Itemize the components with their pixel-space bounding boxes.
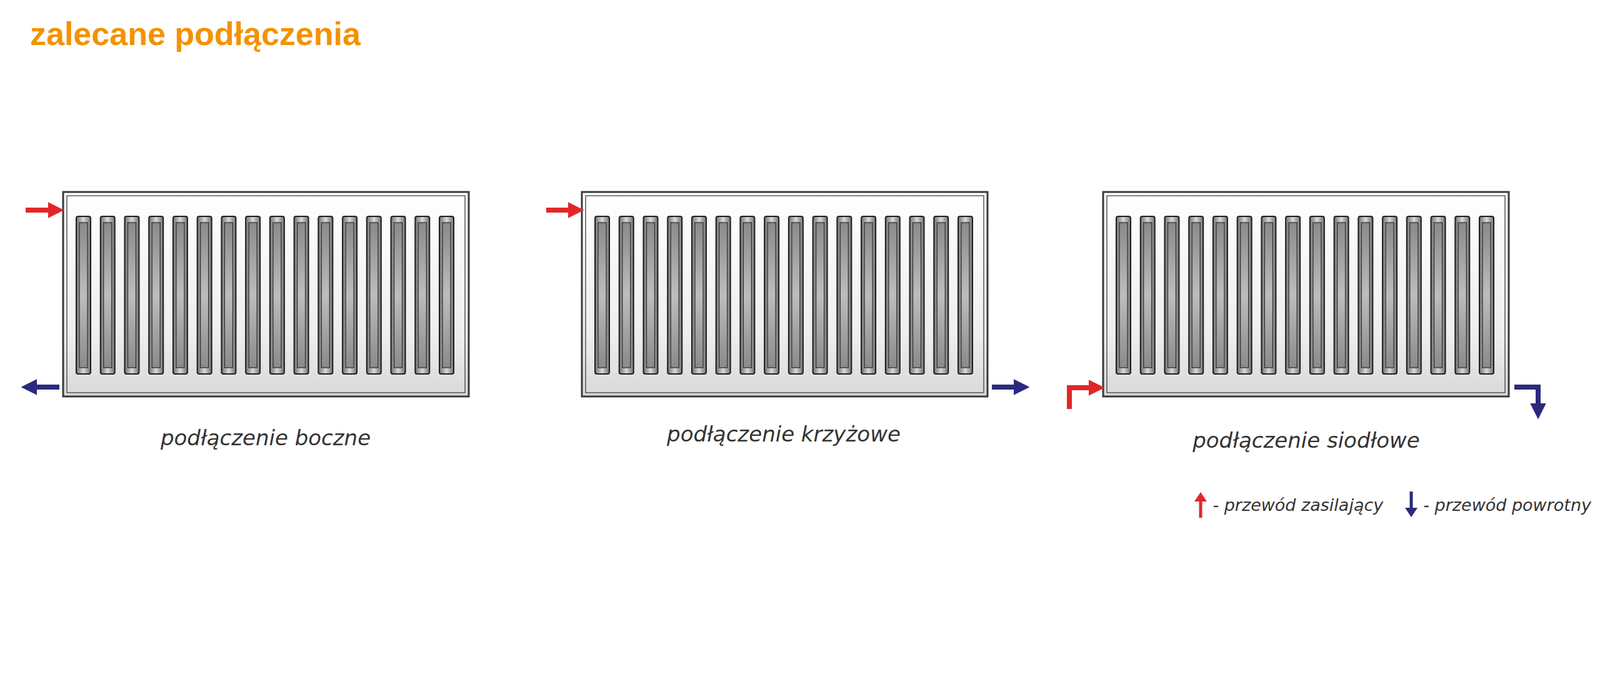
- supply-arrow: [1069, 387, 1092, 409]
- supply-arrow: [25, 207, 52, 213]
- legend-item: - przewód zasilający: [1193, 491, 1384, 518]
- legend: - przewód zasilający - przewód powrotny: [1193, 491, 1592, 518]
- radiator: [63, 191, 469, 397]
- radiator: [581, 191, 988, 397]
- legend-text: - przewód zasilający: [1212, 495, 1384, 515]
- connection-caption: podłączenie siodłowe: [1192, 427, 1420, 453]
- radiator: [1103, 191, 1509, 397]
- connection-caption: podłączenie boczne: [160, 425, 371, 450]
- supply-arrow: [546, 207, 572, 213]
- return-arrow: [1514, 386, 1539, 407]
- return-arrow: [33, 384, 60, 390]
- connection-caption: podłączenie krzyżowe: [666, 421, 901, 447]
- return-arrow: [991, 384, 1017, 390]
- title: zalecane podłączenia: [30, 15, 361, 53]
- supply-arrow-sample: [1193, 491, 1208, 518]
- legend-item: - przewód powrotny: [1404, 491, 1592, 518]
- legend-text: - przewód powrotny: [1423, 495, 1592, 515]
- return-arrow-sample: [1404, 491, 1419, 518]
